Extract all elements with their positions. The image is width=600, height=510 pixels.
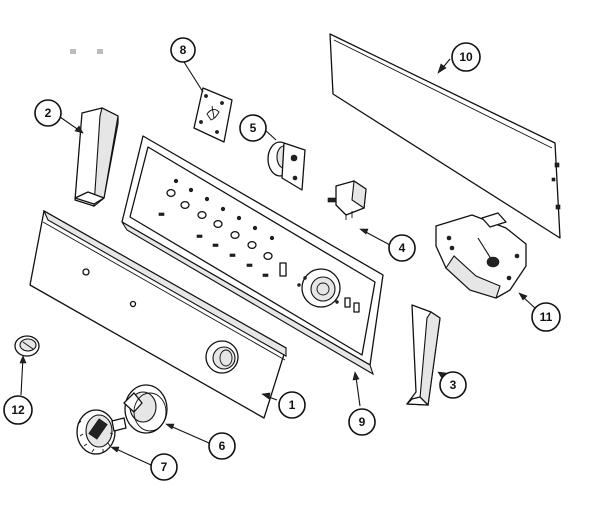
part-8-bracket-plate <box>193 87 233 143</box>
callout-3-label: 3 <box>450 378 457 392</box>
callout-10: 10 <box>451 42 481 72</box>
callout-8: 8 <box>170 37 196 63</box>
callout-12: 12 <box>3 395 33 425</box>
part-11-timer-motor <box>435 212 527 299</box>
scan-mark <box>70 49 76 54</box>
callout-11-label: 11 <box>540 310 553 324</box>
callout-11: 11 <box>531 302 561 332</box>
part-2-left-end-cap <box>74 107 119 208</box>
callout-9-label: 9 <box>359 415 366 429</box>
part-6-knob-skirt <box>123 384 168 434</box>
part-10-rear-panel <box>329 33 561 239</box>
scan-mark <box>97 49 103 54</box>
part-1-front-panel <box>29 209 287 419</box>
part-3-right-end-cap <box>406 304 441 407</box>
callout-3: 3 <box>439 371 467 399</box>
callout-6: 6 <box>208 432 236 460</box>
callout-8-label: 8 <box>180 43 187 57</box>
part-12-small-knob <box>14 335 40 357</box>
callout-6-label: 6 <box>219 439 226 453</box>
callout-4: 4 <box>388 234 416 262</box>
callout-4-label: 4 <box>399 241 406 255</box>
callout-9: 9 <box>348 408 376 436</box>
callout-5-label: 5 <box>250 121 257 135</box>
callout-10-label: 10 <box>459 50 473 64</box>
callout-5: 5 <box>239 114 267 142</box>
callout-1-label: 1 <box>289 398 296 412</box>
callout-12-label: 12 <box>11 403 25 417</box>
callout-1: 1 <box>278 391 306 419</box>
callout-2: 2 <box>34 99 62 127</box>
part-4-rotary-switch <box>327 180 367 220</box>
callout-2-label: 2 <box>45 106 52 120</box>
leader-lines <box>19 58 537 466</box>
part-9-control-console <box>121 135 384 376</box>
part-7-timer-knob <box>76 409 127 455</box>
part-5-timer-skirt <box>267 141 306 191</box>
callout-7-label: 7 <box>161 460 168 474</box>
callout-7: 7 <box>150 453 178 481</box>
